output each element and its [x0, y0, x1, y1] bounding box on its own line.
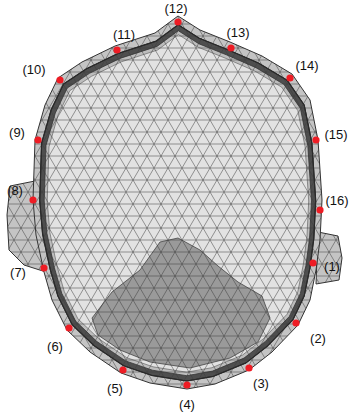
electrode-number: (4) [179, 398, 195, 411]
electrode-dot [113, 46, 120, 53]
scalp-layer [33, 16, 322, 389]
electrode-dot [245, 364, 252, 371]
electrode-dot [29, 196, 36, 203]
electrode-dot [316, 206, 323, 213]
electrode-dot [119, 366, 126, 373]
electrode-dot [56, 76, 63, 83]
electrode-number: (13) [226, 26, 249, 39]
electrode-dot [227, 44, 234, 51]
electrode-dot [312, 136, 319, 143]
electrode-number: (8) [7, 184, 23, 197]
electrode-dot [40, 264, 47, 271]
electrode-number: (3) [253, 377, 269, 390]
electrode-dot [309, 259, 316, 266]
electrode-dot [286, 74, 293, 81]
electrode-number: (16) [325, 194, 348, 207]
electrode-number: (9) [9, 126, 25, 139]
electrode-dot [34, 136, 41, 143]
electrode-dot [292, 319, 299, 326]
electrode-number: (15) [324, 128, 347, 141]
electrode-number: (2) [310, 332, 326, 345]
electrode-number: (11) [113, 28, 135, 41]
electrode-number: (6) [47, 340, 63, 353]
electrode-dot [174, 18, 181, 25]
electrode-number: (5) [107, 382, 123, 395]
electrode-number: (1) [324, 260, 340, 273]
electrode-dot [183, 381, 190, 388]
electrode-dot [65, 324, 72, 331]
electrode-number: (12) [164, 2, 187, 15]
electrode-number: (7) [10, 266, 26, 279]
skull-outline [40, 25, 316, 381]
tetra-mesh [33, 16, 322, 389]
electrode-number: (10) [22, 63, 45, 76]
electrode-number: (14) [295, 59, 318, 72]
